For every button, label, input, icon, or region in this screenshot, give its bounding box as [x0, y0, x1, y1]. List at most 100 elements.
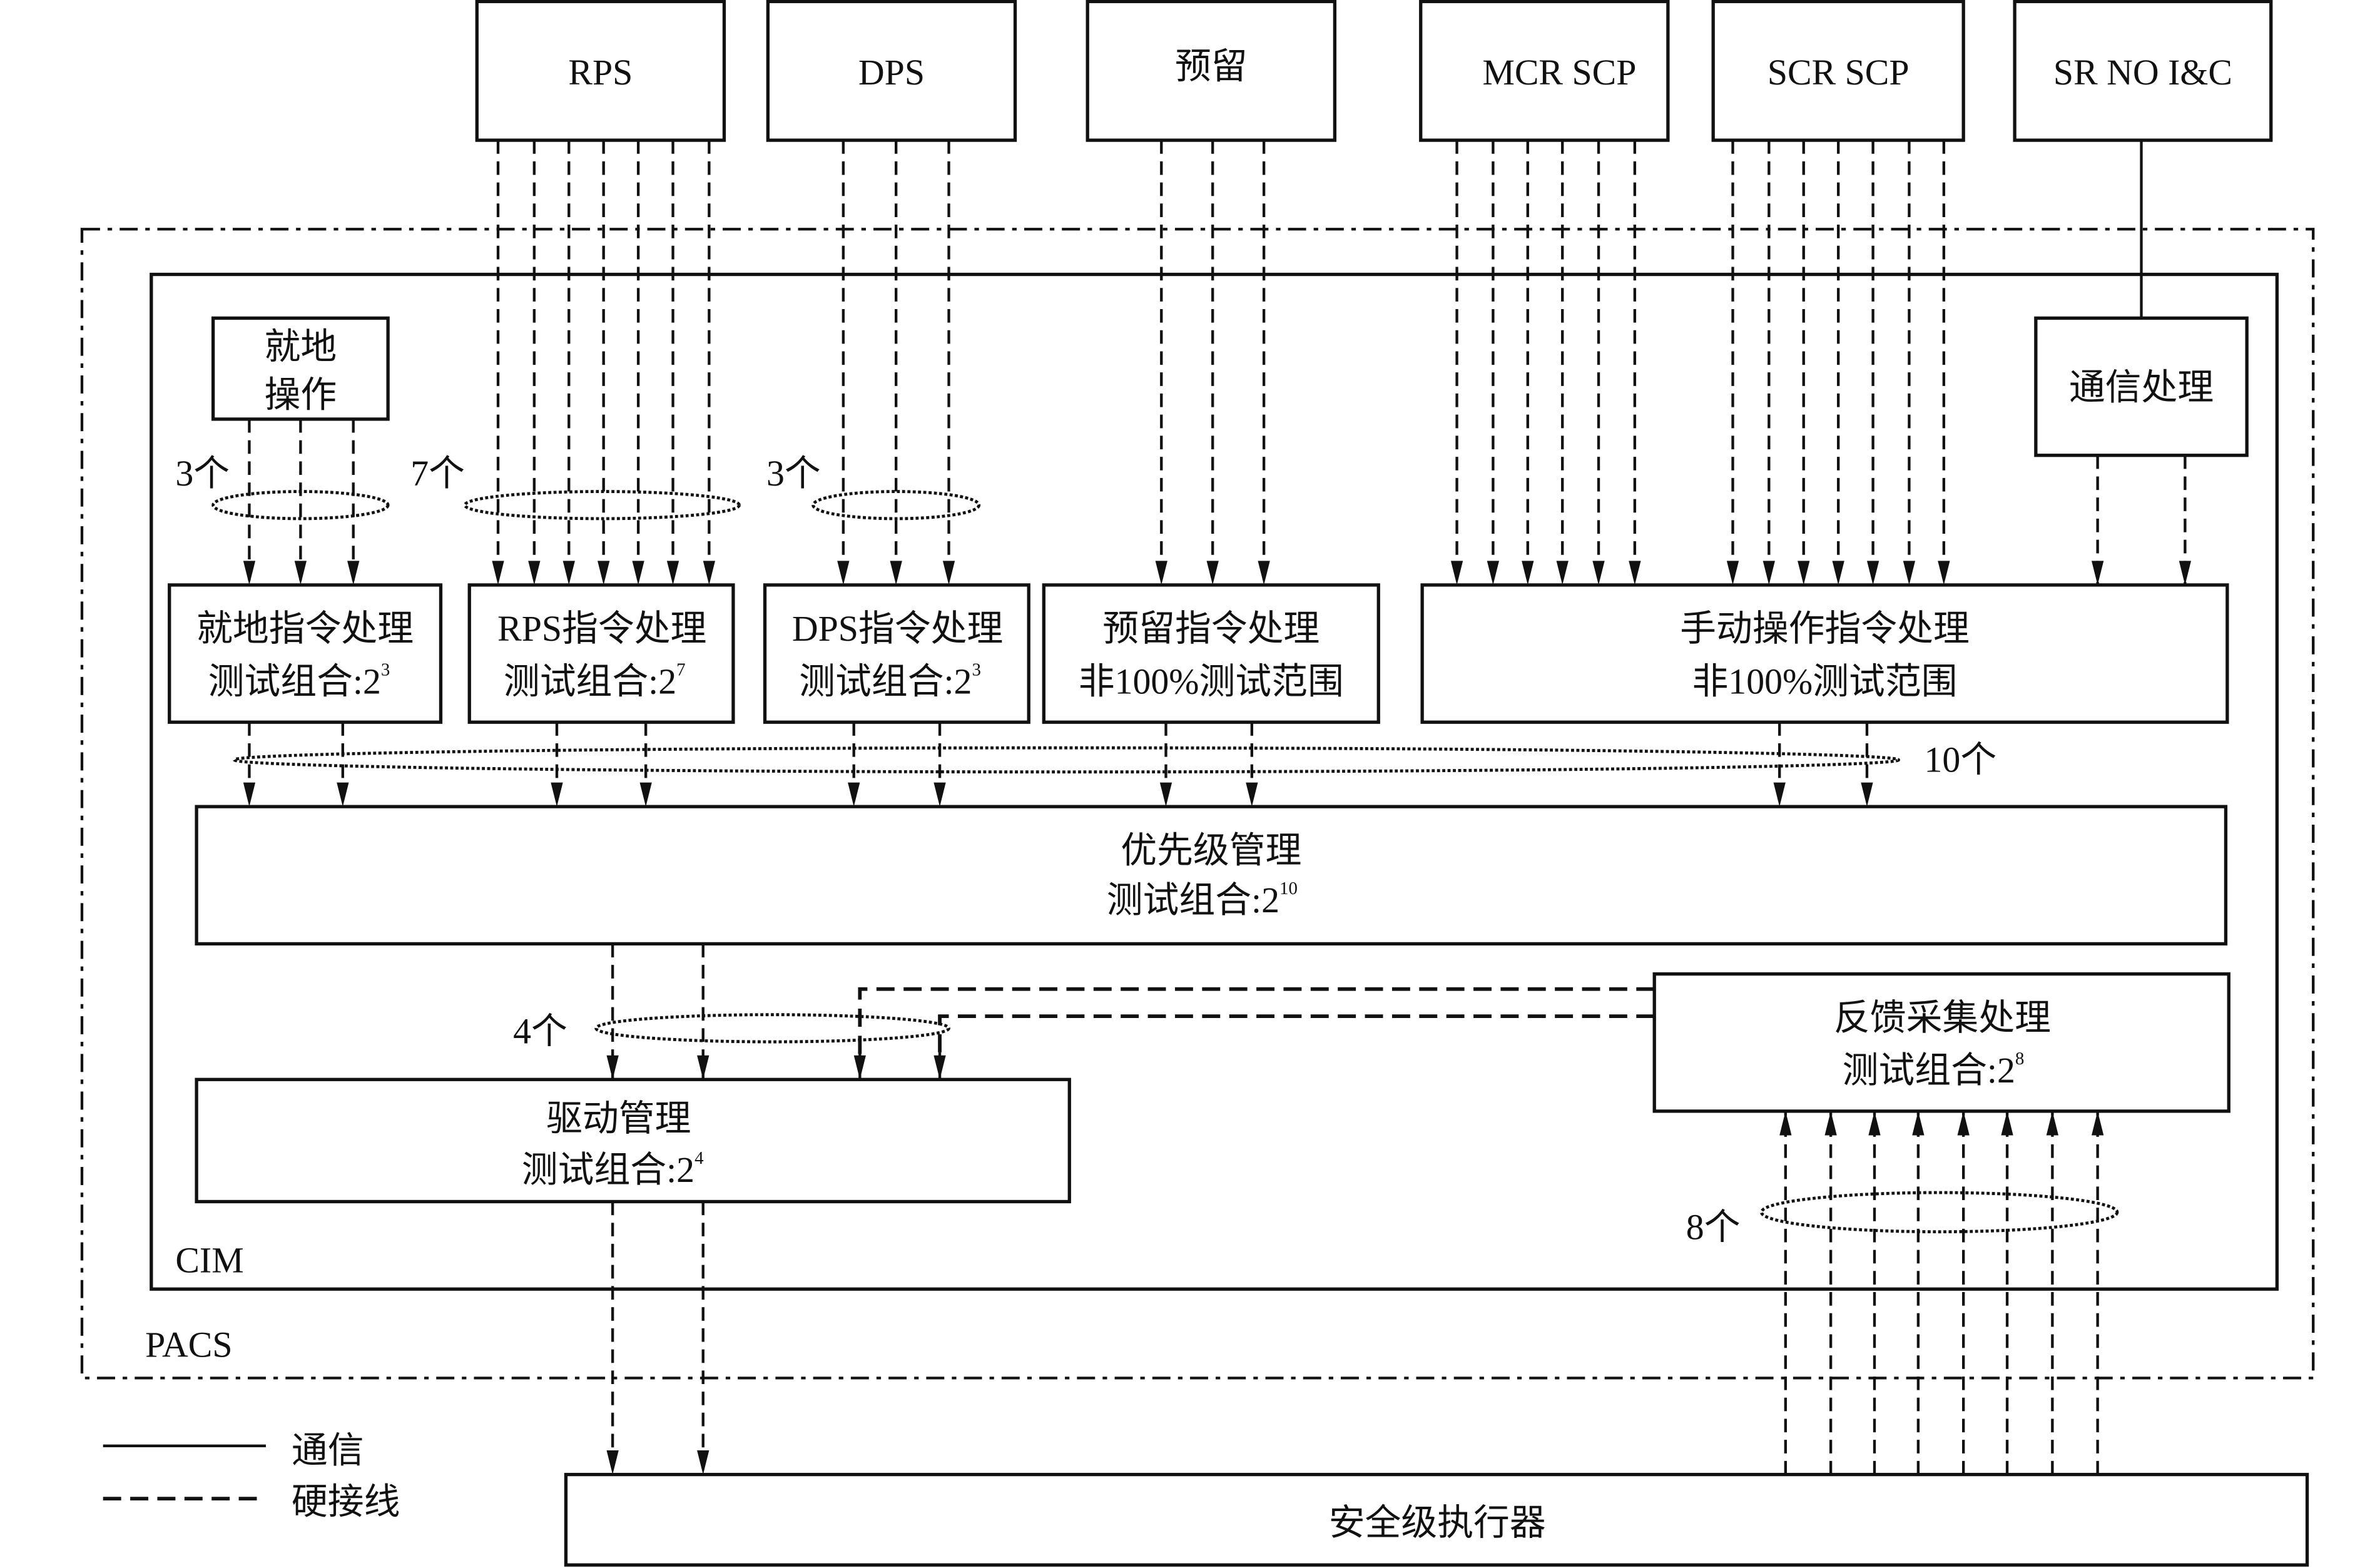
- svg-text:预留指令处理: 预留指令处理: [1102, 608, 1320, 649]
- scr-scp-input-line-arrowhead: [1866, 561, 1879, 585]
- dps-input-line-arrowhead: [890, 561, 902, 585]
- comm-proc-output-line-arrowhead: [2091, 561, 2104, 585]
- drive-input-line-arrowhead: [606, 1055, 619, 1080]
- local-op-line-arrowhead: [243, 561, 256, 585]
- feedback-input-line-arrowhead: [2046, 1111, 2058, 1136]
- scr-scp-input-line-arrowhead: [1832, 561, 1844, 585]
- svg-text:非100%测试范围: 非100%测试范围: [1692, 661, 1957, 701]
- drive-input-line-arrowhead: [697, 1055, 710, 1080]
- mcr-scp-input-line-arrowhead: [1629, 561, 1641, 585]
- processor-dps: DPS指令处理 测试组合:23: [763, 583, 1030, 724]
- safety-actuator-box: 安全级执行器: [564, 1472, 2309, 1567]
- source-reserved: 预留: [1086, 0, 1337, 142]
- priority-input-line-arrowhead: [1773, 782, 1786, 807]
- cim-label: CIM: [175, 1240, 243, 1281]
- svg-text:DPS指令处理: DPS指令处理: [792, 608, 1003, 649]
- reserved-input-line-arrowhead: [1155, 561, 1167, 585]
- svg-text:操作: 操作: [265, 375, 337, 415]
- feedback-input-line-arrowhead: [1957, 1111, 1970, 1136]
- processor-reserved: 预留指令处理 非100%测试范围: [1042, 583, 1380, 724]
- feedback-input-line-arrowhead: [2001, 1111, 2013, 1136]
- source-mcr-scp: MCR SCP: [1419, 0, 1670, 142]
- priority-input-line-arrowhead: [933, 782, 946, 807]
- source-sr-no-ic: SR NO I&C: [2013, 0, 2273, 142]
- priority-input-line-arrowhead: [639, 782, 652, 807]
- source-rps: RPS: [475, 0, 726, 142]
- scr-scp-input-line-arrowhead: [1798, 561, 1810, 585]
- dps-input-line-arrowhead: [942, 561, 955, 585]
- svg-text:就地指令处理: 就地指令处理: [196, 608, 414, 649]
- actuator-input-line-arrowhead: [606, 1450, 619, 1475]
- input-lines: [243, 140, 2192, 1475]
- bundle-ellipse-priority: [232, 746, 1900, 774]
- actuator-input-line-arrowhead: [697, 1450, 710, 1475]
- priority-input-line-arrowhead: [551, 782, 563, 807]
- source-scr-scp: SCR SCP: [1711, 0, 1965, 142]
- local-operation-box: 就地 操作: [211, 316, 390, 421]
- scr-scp-input-line-arrowhead: [1903, 561, 1916, 585]
- mcr-scp-input-line-arrowhead: [1556, 561, 1569, 585]
- svg-text:就地: 就地: [265, 326, 337, 367]
- comm-processing-box: 通信处理: [2034, 316, 2249, 457]
- legend-hardwire-label: 硬接线: [292, 1481, 400, 1522]
- rps-input-line-arrowhead: [632, 561, 644, 585]
- pacs-container: [80, 228, 2315, 1380]
- svg-text:反馈采集处理: 反馈采集处理: [1834, 997, 2051, 1038]
- feedback-input-line-arrowhead: [1779, 1111, 1792, 1136]
- feedback-input-line-arrowhead: [2091, 1111, 2104, 1136]
- svg-text:测试组合:28: 测试组合:28: [1843, 1049, 2025, 1091]
- scr-scp-input-line-arrowhead: [1726, 561, 1739, 585]
- reserved-input-line-arrowhead: [1206, 561, 1219, 585]
- feedback-input-line-arrowhead: [1824, 1111, 1837, 1136]
- bundle-ellipse-dps: [811, 490, 981, 521]
- count-rps: 7个: [410, 453, 465, 494]
- reserved-input-line-arrowhead: [1258, 561, 1270, 585]
- count-feedback: 8个: [1686, 1207, 1741, 1248]
- count-dps: 3个: [766, 453, 821, 494]
- source-dps: DPS: [766, 0, 1017, 142]
- mcr-scp-input-line-arrowhead: [1450, 561, 1463, 585]
- legend: 通信 硬接线: [103, 1430, 400, 1522]
- count-local: 3个: [175, 453, 230, 494]
- priority-input-line-arrowhead: [243, 782, 256, 807]
- svg-text:DPS: DPS: [858, 52, 925, 93]
- svg-text:MCR SCP: MCR SCP: [1482, 52, 1636, 93]
- bundle-ellipse-feedback: [1759, 1191, 2119, 1234]
- rps-input-line-arrowhead: [598, 561, 610, 585]
- comm-proc-output-line-arrowhead: [2179, 561, 2192, 585]
- feedback-to-drive-arrow-arrowhead: [933, 1055, 946, 1080]
- rps-input-line-arrowhead: [666, 561, 679, 585]
- pacs-label: PACS: [145, 1325, 232, 1365]
- processor-manual: 手动操作指令处理 非100%测试范围: [1420, 583, 2229, 724]
- cim-container: [150, 272, 2279, 1291]
- processor-local: 就地指令处理 测试组合:23: [168, 583, 443, 724]
- bundle-ellipse-local: [211, 490, 390, 521]
- svg-text:RPS: RPS: [568, 52, 633, 93]
- feedback-processing-box: 反馈采集处理 测试组合:28: [1652, 972, 2230, 1113]
- rps-input-line-arrowhead: [703, 561, 716, 585]
- rps-input-line-arrowhead: [562, 561, 575, 585]
- svg-text:非100%测试范围: 非100%测试范围: [1079, 661, 1344, 701]
- local-op-line-arrowhead: [347, 561, 360, 585]
- feedback-input-line-arrowhead: [1868, 1111, 1881, 1136]
- svg-text:安全级执行器: 安全级执行器: [1329, 1502, 1546, 1543]
- bundle-ellipse-rps: [463, 490, 741, 521]
- svg-text:测试组合:210: 测试组合:210: [1107, 878, 1298, 920]
- feedback-to-drive-line: [858, 987, 1655, 1056]
- rps-input-line-arrowhead: [492, 561, 504, 585]
- svg-text:测试组合:23: 测试组合:23: [208, 660, 390, 702]
- feedback-input-line-arrowhead: [1912, 1111, 1925, 1136]
- priority-input-line-arrowhead: [1861, 782, 1873, 807]
- svg-text:通信处理: 通信处理: [2069, 367, 2214, 408]
- legend-comm-label: 通信: [292, 1430, 364, 1470]
- svg-text:手动操作指令处理: 手动操作指令处理: [1680, 608, 1970, 649]
- priority-input-line-arrowhead: [848, 782, 860, 807]
- svg-text:SCR SCP: SCR SCP: [1767, 52, 1910, 93]
- processor-rps: RPS指令处理 测试组合:27: [467, 583, 735, 724]
- svg-text:SR NO I&C: SR NO I&C: [2053, 52, 2232, 93]
- dps-input-line-arrowhead: [837, 561, 850, 585]
- local-op-line-arrowhead: [294, 561, 307, 585]
- mcr-scp-input-line-arrowhead: [1487, 561, 1500, 585]
- svg-text:测试组合:27: 测试组合:27: [504, 660, 686, 702]
